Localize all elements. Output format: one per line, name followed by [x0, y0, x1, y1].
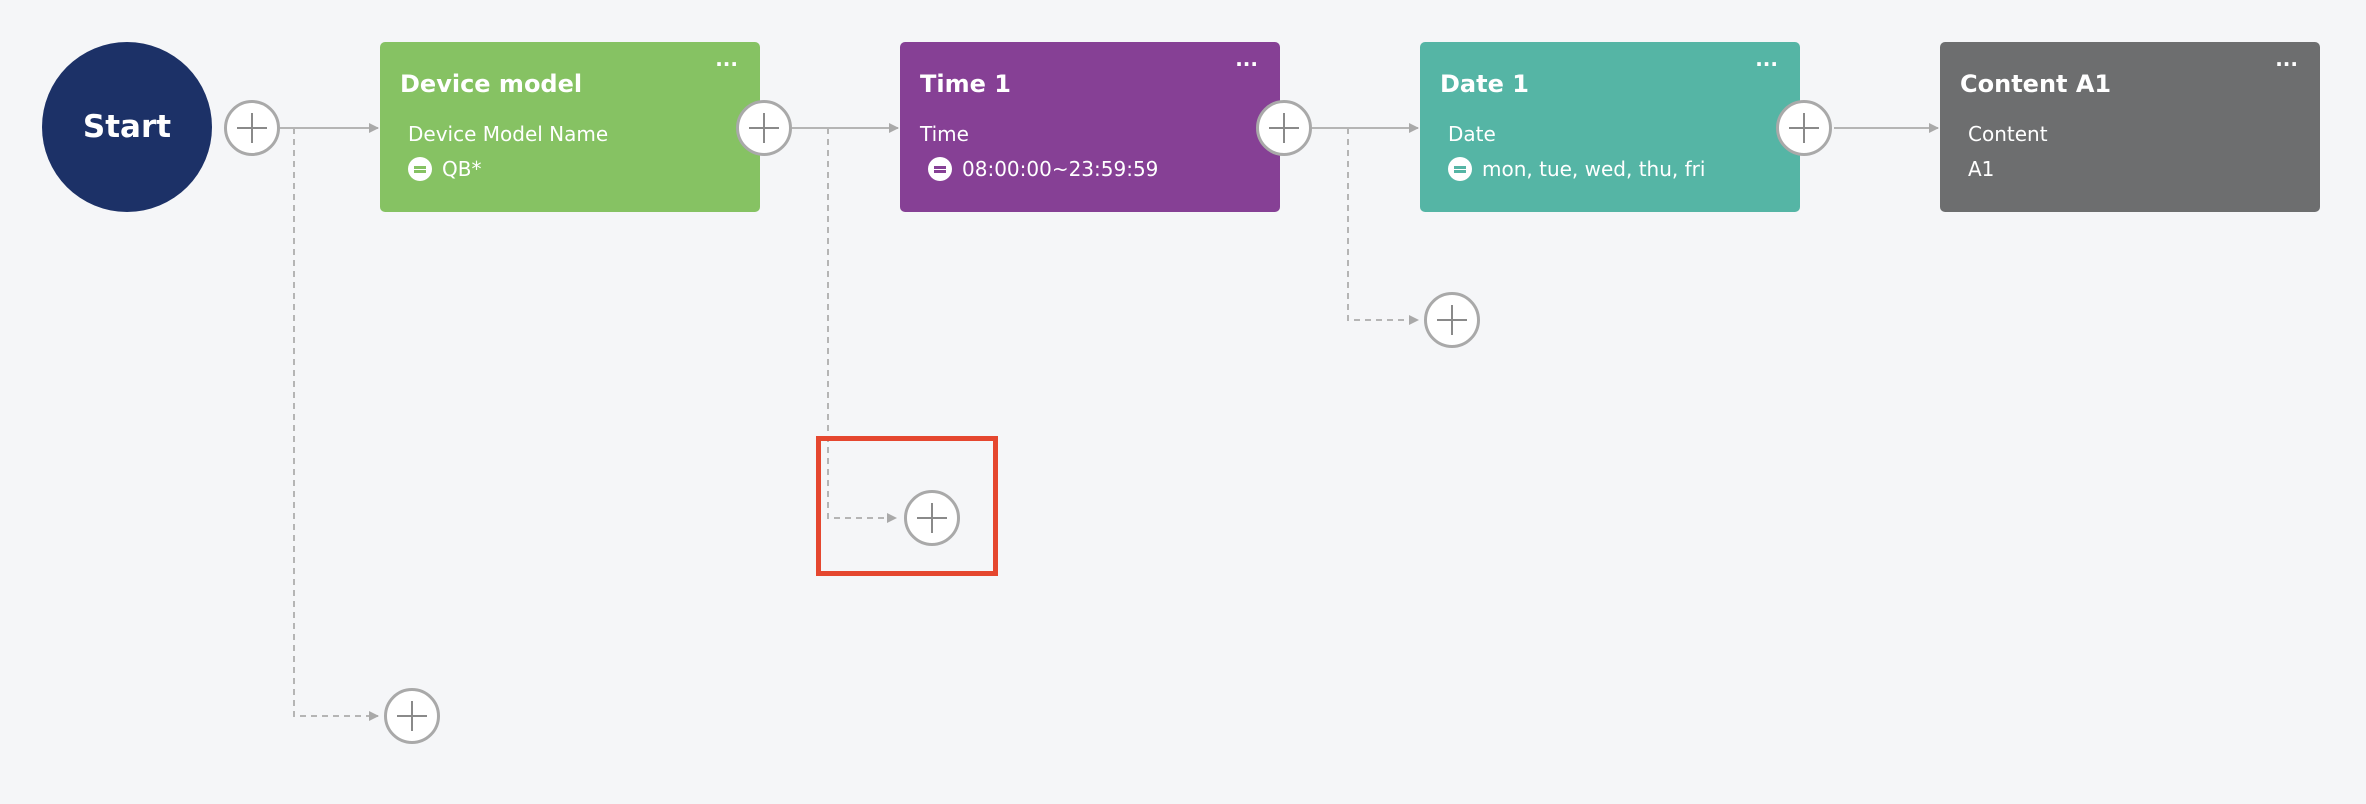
- more-icon[interactable]: ···: [715, 52, 738, 76]
- add-after-device-model-button[interactable]: [736, 100, 792, 156]
- node-condition-label: Time: [920, 122, 969, 146]
- node-condition-value: QB*: [408, 157, 481, 181]
- node-condition-label: Date: [1448, 122, 1496, 146]
- node-card-device-model[interactable]: Device model ··· Device Model Name QB*: [380, 42, 760, 212]
- equals-icon: [928, 157, 952, 181]
- add-branch-from-time-1-button[interactable]: [1424, 292, 1480, 348]
- node-title: Device model: [400, 70, 583, 98]
- node-title: Date 1: [1440, 70, 1529, 98]
- node-card-content-a1[interactable]: Content A1 ··· Content A1: [1940, 42, 2320, 212]
- add-after-date-1-button[interactable]: [1776, 100, 1832, 156]
- branch-connector-start: [293, 128, 379, 721]
- more-icon[interactable]: ···: [1755, 52, 1778, 76]
- plus-icon: [1269, 113, 1299, 143]
- add-branch-from-start-button[interactable]: [384, 688, 440, 744]
- node-condition-value: mon, tue, wed, thu, fri: [1448, 157, 1705, 181]
- branch-connector-time: [1347, 128, 1419, 325]
- add-branch-from-device-model-button[interactable]: [904, 490, 960, 546]
- node-title: Time 1: [920, 70, 1011, 98]
- node-title: Content A1: [1960, 70, 2112, 98]
- more-icon[interactable]: ···: [2275, 52, 2298, 76]
- add-after-start-button[interactable]: [224, 100, 280, 156]
- start-node[interactable]: Start: [42, 42, 212, 212]
- node-value-text: 08:00:00~23:59:59: [962, 157, 1159, 181]
- start-label: Start: [82, 109, 172, 145]
- equals-icon: [408, 157, 432, 181]
- plus-icon: [1789, 113, 1819, 143]
- node-value-text: A1: [1968, 157, 1995, 181]
- node-condition-value: 08:00:00~23:59:59: [928, 157, 1158, 181]
- more-icon[interactable]: ···: [1235, 52, 1258, 76]
- plus-icon: [237, 113, 267, 143]
- plus-icon: [749, 113, 779, 143]
- node-card-date-1[interactable]: Date 1 ··· Date mon, tue, wed, thu, fri: [1420, 42, 1800, 212]
- node-condition-label: Content: [1968, 122, 2048, 146]
- plus-icon: [1437, 305, 1467, 335]
- add-after-time-1-button[interactable]: [1256, 100, 1312, 156]
- plus-icon: [917, 503, 947, 533]
- node-condition-label: Device Model Name: [408, 122, 609, 146]
- branch-connector-device: [827, 128, 897, 523]
- plus-icon: [397, 701, 427, 731]
- equals-icon: [1448, 157, 1472, 181]
- node-value-text: mon, tue, wed, thu, fri: [1482, 157, 1706, 181]
- node-value-text: QB*: [442, 157, 482, 181]
- node-card-time-1[interactable]: Time 1 ··· Time 08:00:00~23:59:59: [900, 42, 1280, 212]
